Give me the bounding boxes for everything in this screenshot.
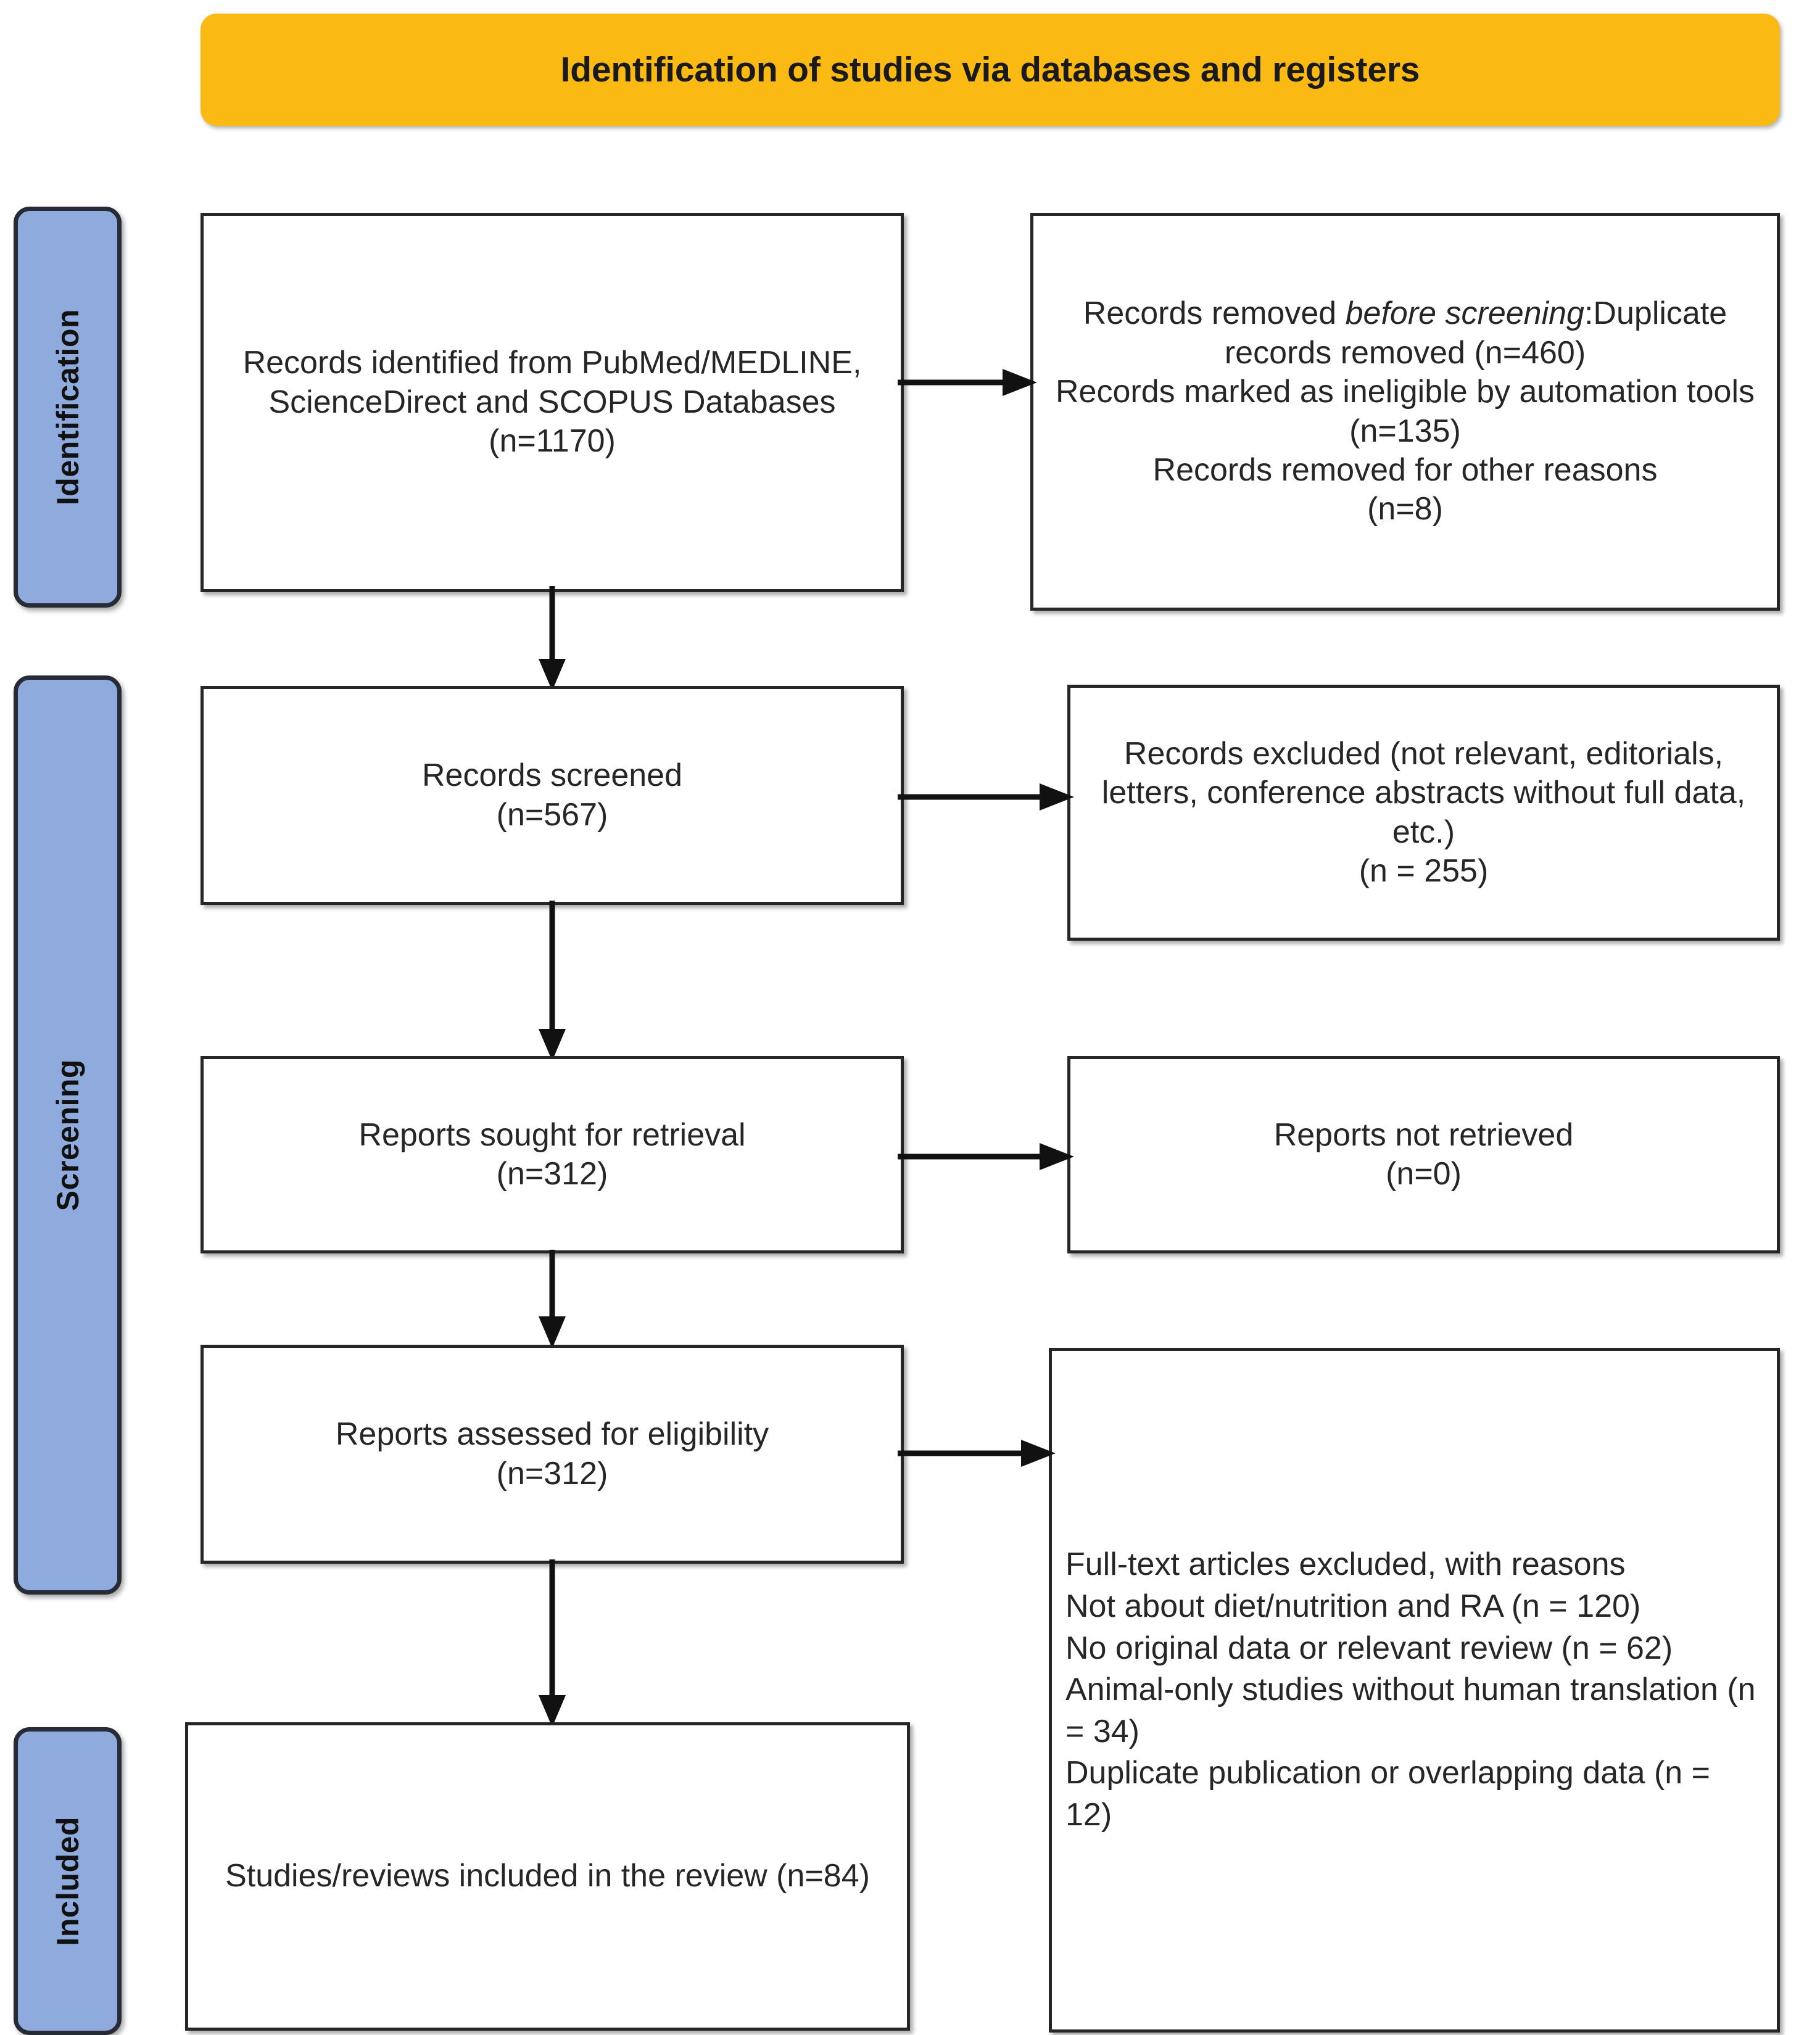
connector-assessed-to-full-text-excluded bbox=[898, 1435, 1058, 1472]
stage-label-identification: Identification bbox=[14, 207, 122, 608]
stage-label-screening-text: Screening bbox=[50, 1059, 85, 1212]
connector-sought-to-not-retrieved bbox=[898, 1138, 1077, 1175]
node-studies-included: Studies/reviews included in the review (… bbox=[185, 1722, 910, 2031]
node-records-removed-before-screening: Records removed before screening:Duplica… bbox=[1030, 213, 1780, 611]
stage-label-included-text: Included bbox=[50, 1816, 85, 1946]
removed-line1-italic: before screening bbox=[1345, 295, 1584, 332]
node-full-text-excluded: Full-text articles excluded, with reason… bbox=[1049, 1348, 1780, 2033]
node-records-screened: Records screened (n=567) bbox=[201, 686, 904, 905]
stage-label-screening: Screening bbox=[14, 675, 122, 1595]
connector-screened-to-excluded bbox=[898, 778, 1077, 815]
connector-screened-to-sought bbox=[534, 901, 571, 1062]
node-full-text-excluded-text: Full-text articles excluded, with reason… bbox=[1065, 1546, 1756, 1833]
removed-rest: Duplicate records removed (n=460) Record… bbox=[1055, 295, 1755, 527]
node-records-identified-text: Records identified from PubMed/MEDLINE, … bbox=[242, 345, 862, 460]
stage-label-identification-text: Identification bbox=[50, 308, 85, 506]
node-records-excluded-text: Records excluded (not relevant, editoria… bbox=[1101, 735, 1746, 889]
diagram-header-banner: Identification of studies via databases … bbox=[201, 14, 1780, 126]
node-reports-not-retrieved: Reports not retrieved (n=0) bbox=[1067, 1056, 1780, 1253]
node-records-screened-text: Records screened (n=567) bbox=[422, 757, 682, 833]
connector-identified-to-removed bbox=[898, 364, 1040, 401]
node-reports-sought-text: Reports sought for retrieval (n=312) bbox=[358, 1117, 746, 1192]
node-records-identified: Records identified from PubMed/MEDLINE, … bbox=[201, 213, 904, 592]
node-studies-included-text: Studies/reviews included in the review (… bbox=[225, 1858, 870, 1894]
connector-identified-to-screened bbox=[534, 586, 571, 692]
node-records-removed-text: Records removed before screening:Duplica… bbox=[1047, 294, 1763, 529]
stage-label-included: Included bbox=[14, 1727, 122, 2035]
node-reports-assessed-text: Reports assessed for eligibility (n=312) bbox=[335, 1416, 769, 1492]
removed-line1-post: : bbox=[1584, 295, 1594, 332]
node-records-excluded: Records excluded (not relevant, editoria… bbox=[1067, 685, 1780, 941]
node-reports-not-retrieved-text: Reports not retrieved (n=0) bbox=[1273, 1117, 1574, 1192]
removed-line1-pre: Records removed bbox=[1083, 295, 1346, 332]
connector-sought-to-assessed bbox=[534, 1250, 571, 1350]
node-reports-sought: Reports sought for retrieval (n=312) bbox=[201, 1056, 904, 1253]
connector-assessed-to-included bbox=[534, 1559, 571, 1728]
node-reports-assessed: Reports assessed for eligibility (n=312) bbox=[201, 1345, 904, 1564]
page-title: Identification of studies via databases … bbox=[560, 49, 1420, 89]
